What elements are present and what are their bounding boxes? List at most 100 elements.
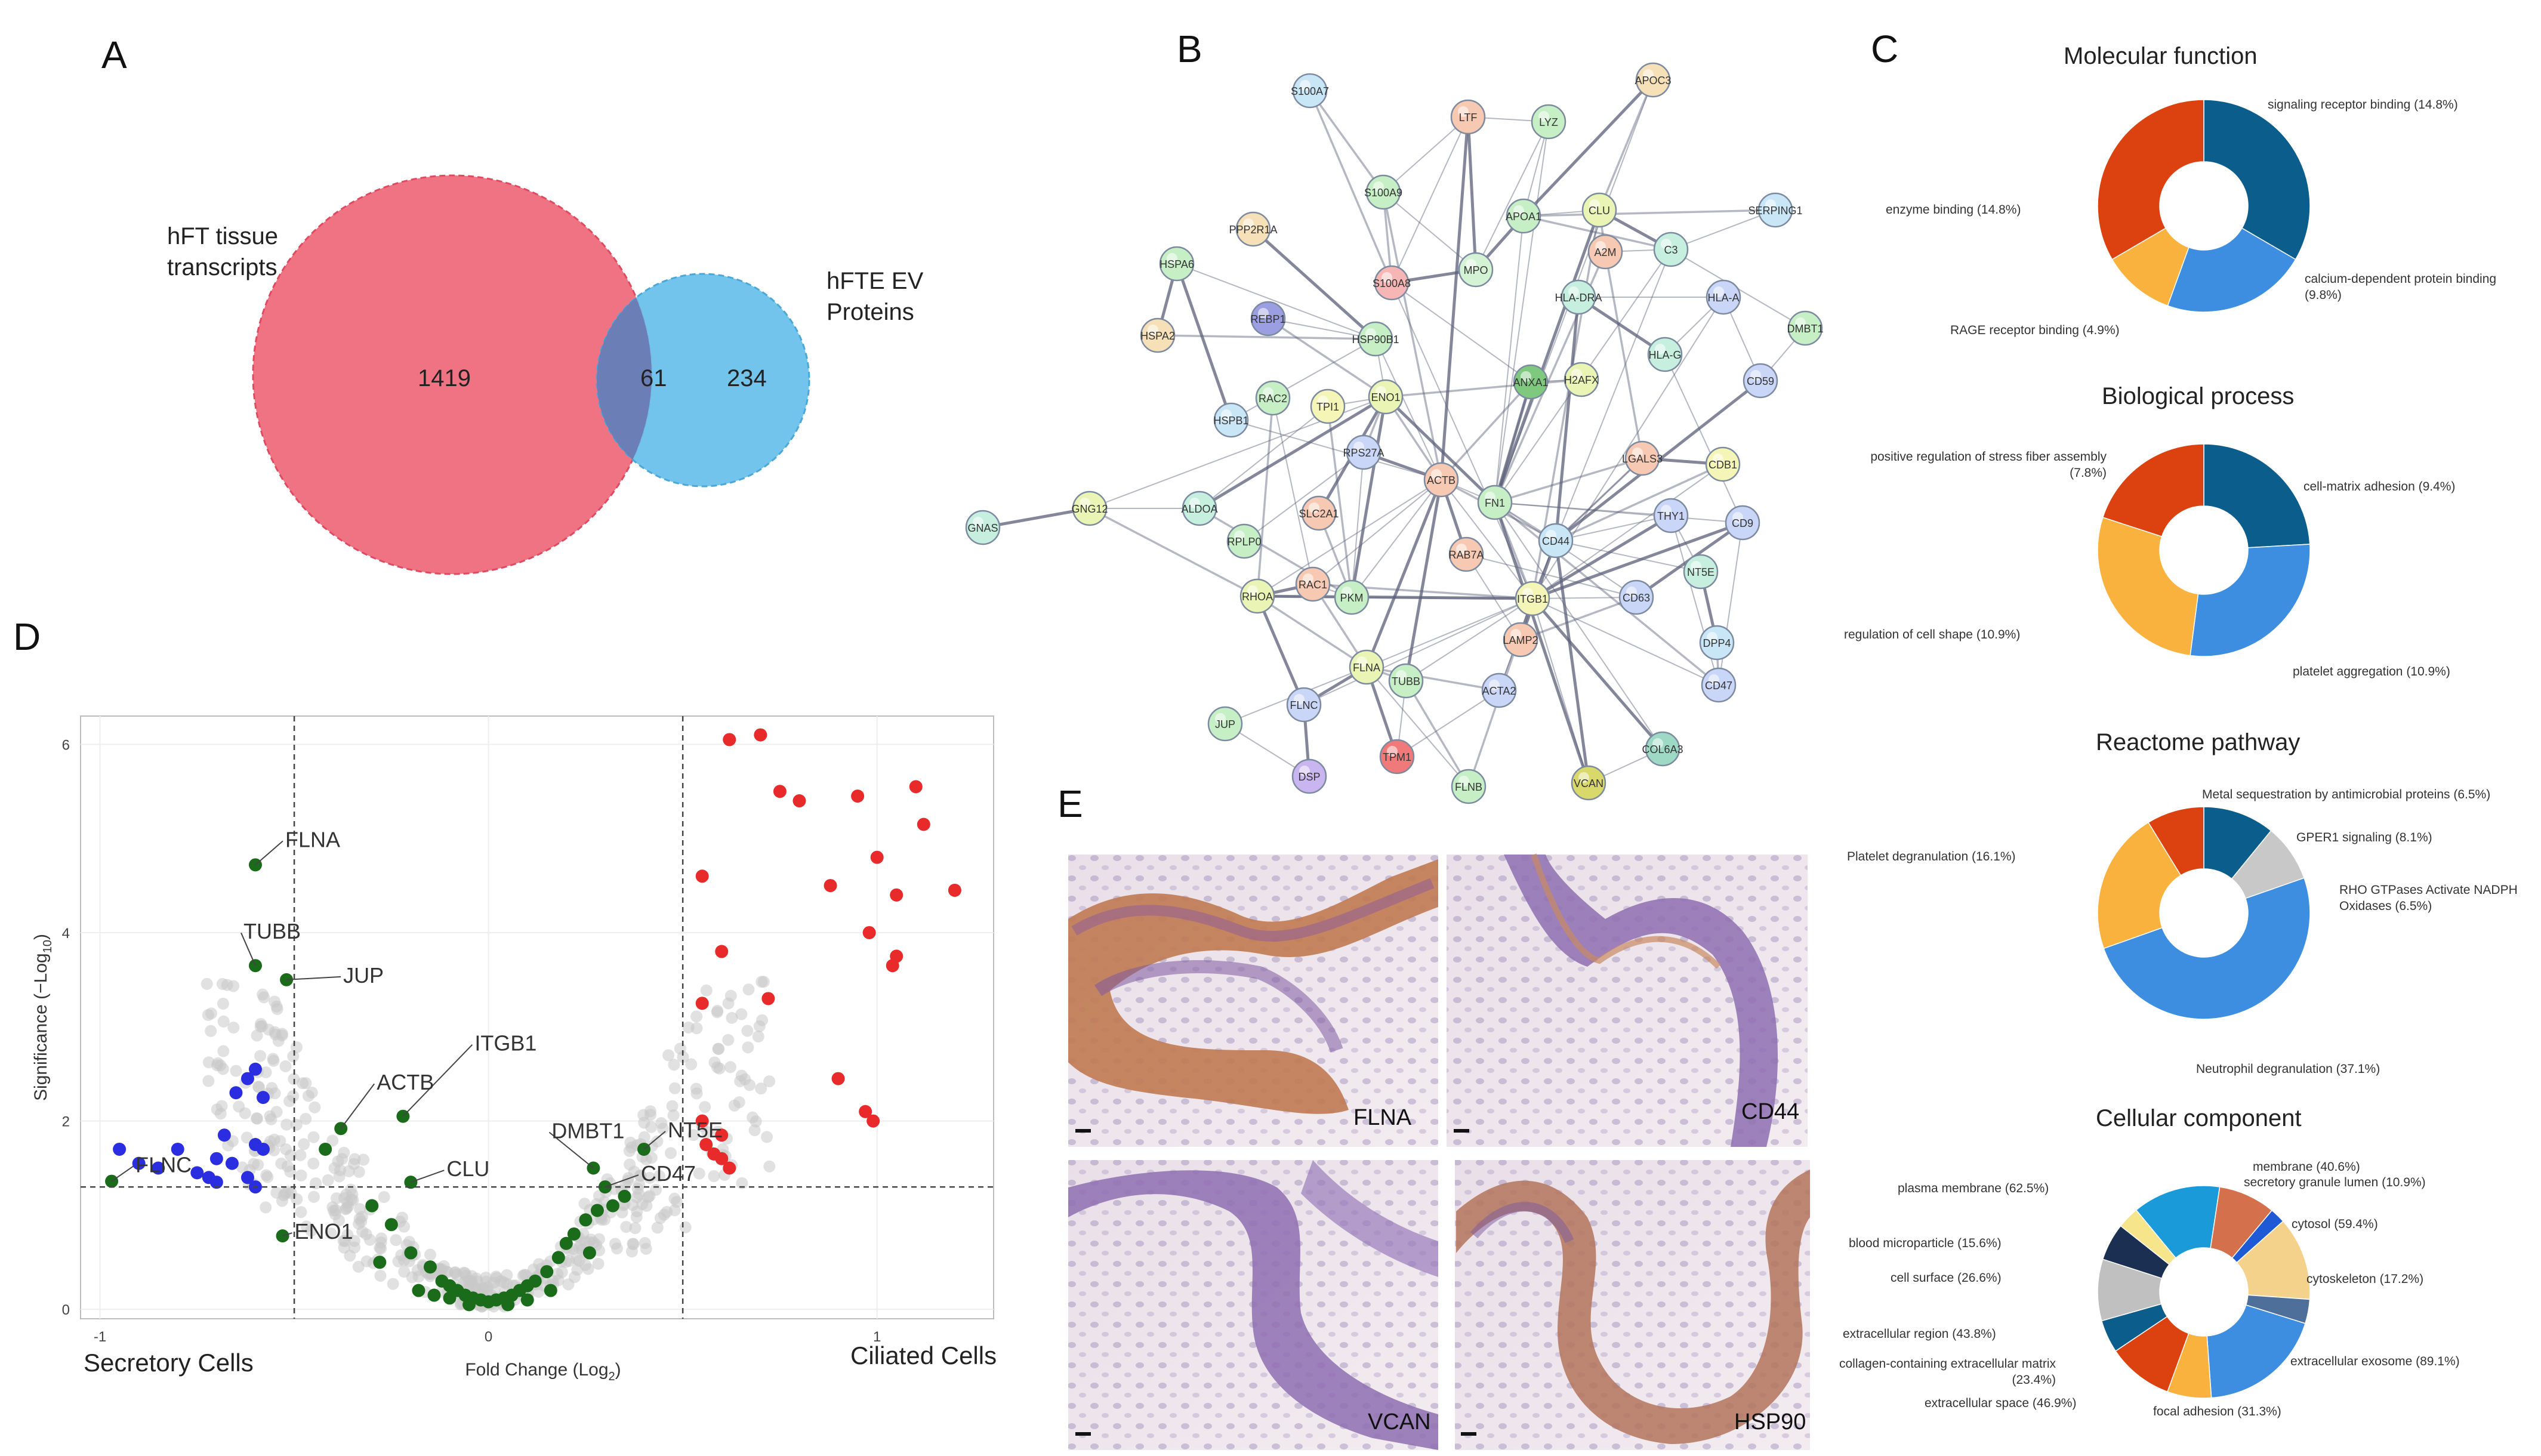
network-node-label: RPS27A — [1343, 447, 1384, 459]
network-edge — [1405, 598, 1533, 681]
network-node-rps27a: RPS27A — [1343, 434, 1384, 470]
volcano-label-leader — [240, 932, 256, 966]
cc-label-extracellular-space: extracellular space (46.9%) — [1925, 1396, 2077, 1410]
network-node-label: RAC2 — [1259, 393, 1287, 405]
volcano-point-grey — [328, 1162, 341, 1174]
network-node-label: CD44 — [1542, 535, 1569, 547]
donut-1 — [2097, 443, 2311, 657]
volcano-point-grey — [722, 997, 735, 1010]
network-edge — [1532, 521, 1743, 600]
volcano-point — [559, 1236, 573, 1250]
network-node-label: ANXA1 — [1513, 377, 1548, 388]
volcano-point-grey — [763, 1075, 776, 1088]
volcano-point — [695, 869, 709, 883]
volcano-point-grey — [265, 1113, 277, 1125]
volcano-point-grey — [375, 1236, 387, 1249]
volcano-point-grey — [326, 1134, 339, 1147]
network-edge — [1523, 215, 1672, 251]
donut-slice — [2147, 806, 2204, 876]
volcano-point-grey — [744, 1079, 756, 1091]
volcano-point — [544, 1284, 557, 1297]
network-edge — [1598, 79, 1654, 211]
network-node-label: HLA-G — [1648, 349, 1681, 361]
volcano-point-grey — [267, 1054, 280, 1067]
volcano-point — [113, 1142, 127, 1156]
venn-left-label-line2: transcripts — [167, 254, 277, 280]
volcano-point-grey — [347, 1194, 359, 1207]
donut-title-reactome-pathway: Reactome pathway — [2096, 729, 2301, 755]
volcano-point-grey — [403, 1236, 415, 1248]
network-node-label: DSP — [1298, 771, 1320, 783]
network-edge — [1466, 554, 1637, 598]
network-edge — [1351, 452, 1364, 598]
volcano-point-grey — [338, 1146, 350, 1159]
volcano-point-grey — [307, 1157, 320, 1170]
network-edge — [1089, 507, 1258, 597]
volcano-point-grey — [574, 1239, 587, 1252]
volcano-point — [773, 785, 787, 798]
network-edge — [1351, 597, 1533, 599]
network-node-a2m: A2M — [1587, 234, 1623, 270]
donut-title-biological-process: Biological process — [2102, 383, 2295, 409]
network-node-cd59: CD59 — [1743, 363, 1778, 399]
network-edge — [1532, 598, 1589, 783]
network-node-lamp2: LAMP2 — [1503, 622, 1538, 658]
volcano-label-jup: JUP — [343, 963, 384, 988]
network-edge — [1522, 79, 1654, 217]
mf-label-rage: RAGE receptor binding (4.9%) — [1950, 323, 2120, 337]
volcano-point-grey — [726, 1011, 738, 1024]
volcano-point — [606, 1199, 619, 1213]
volcano-point-grey — [307, 1131, 320, 1143]
volcano-point-grey — [352, 1260, 365, 1273]
volcano-point-grey — [651, 1135, 664, 1147]
volcano-point — [859, 1105, 872, 1118]
volcano-point-grey — [736, 1177, 748, 1189]
volcano-point-grey — [734, 1075, 747, 1087]
volcano-point-grey — [634, 1170, 646, 1182]
network-node-clu: CLU — [1581, 192, 1617, 228]
cc-label-membrane: membrane (40.6%) — [2253, 1160, 2360, 1174]
volcano-point-grey — [562, 1278, 575, 1291]
network-node-aldoa: ALDOA — [1181, 491, 1218, 526]
volcano-ylabel: Significance (−Log10) — [31, 934, 54, 1101]
network-node-cdb1: CDB1 — [1705, 446, 1741, 482]
network-edge — [1494, 381, 1531, 503]
network-edge — [1531, 514, 1672, 600]
volcano-point-grey — [627, 1238, 639, 1250]
volcano-point-grey — [742, 983, 755, 996]
volcano-point — [567, 1227, 581, 1241]
cc-label-focal-adhesion: focal adhesion (31.3%) — [2153, 1405, 2281, 1418]
network-node-label: HLA-DRA — [1555, 292, 1602, 304]
network-edge — [1257, 479, 1442, 597]
network-node-rac1: RAC1 — [1295, 566, 1331, 602]
network-node-label: SERPING1 — [1748, 205, 1802, 217]
volcano-point-grey — [761, 1131, 773, 1143]
network-edge — [1441, 479, 1533, 599]
volcano-point — [590, 1204, 604, 1217]
network-edge — [1494, 215, 1524, 503]
volcano-point-grey — [638, 1131, 650, 1143]
volcano-point-grey — [742, 1041, 754, 1054]
network-edge — [1382, 192, 1442, 480]
volcano-point-grey — [639, 1237, 651, 1250]
volcano-point-grey — [627, 1199, 639, 1211]
cc-label-blood-microparticle: blood microparticle (15.6%) — [1849, 1236, 2002, 1250]
network-node-mpo: MPO — [1458, 252, 1494, 288]
network-node-lgals3: LGALS3 — [1622, 440, 1663, 476]
venn-diagram — [252, 174, 810, 575]
network-node-c3: C3 — [1653, 232, 1689, 267]
volcano-point-grey — [331, 1192, 343, 1205]
network-node-hspa6: HSPA6 — [1159, 246, 1195, 282]
network-node-label: LTF — [1459, 112, 1478, 124]
volcano-point — [528, 1274, 542, 1288]
mf-label-calcium: calcium-dependent protein binding (9.8%) — [2305, 272, 2497, 302]
volcano-point-grey — [752, 1030, 764, 1042]
volcano-ytick: 2 — [62, 1114, 70, 1130]
volcano-point-grey — [295, 1169, 307, 1182]
network-node-label: VCAN — [1574, 778, 1603, 789]
volcano-point-grey — [251, 1112, 263, 1125]
volcano-point — [501, 1298, 515, 1312]
cc-label-cell-surface: cell surface (26.6%) — [1891, 1271, 2002, 1285]
venn-right-circle — [596, 273, 810, 488]
volcano-label-leader — [643, 1131, 666, 1150]
